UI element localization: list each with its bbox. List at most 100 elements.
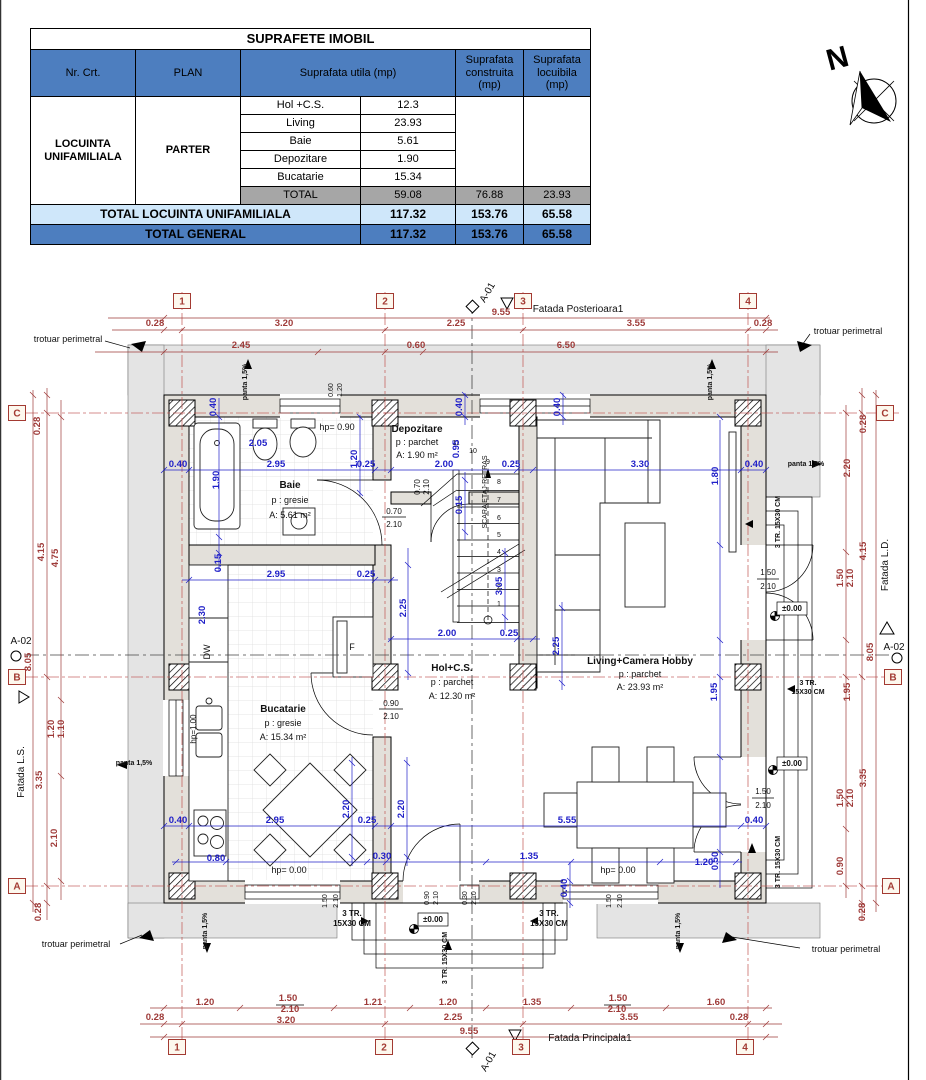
leader-arrow bbox=[797, 341, 812, 352]
dishwasher-label: DW bbox=[202, 644, 212, 659]
dining-chair bbox=[591, 746, 620, 783]
group-locuinta: LOCUINTA UNIFAMILIALA bbox=[30, 96, 136, 205]
header-suprafata-locuibila: Suprafata locuibila (mp) bbox=[523, 49, 591, 97]
kitchen-chair bbox=[333, 833, 367, 867]
room-depozitare: Depozitare bbox=[391, 424, 443, 435]
plan-label: panta 1,5% bbox=[788, 461, 825, 468]
terrace-steps bbox=[765, 496, 813, 889]
grid-bubble-A bbox=[882, 878, 900, 894]
total-locuibila: 23.93 bbox=[523, 186, 591, 205]
header-nr-crt: Nr. Crt. bbox=[30, 49, 136, 97]
grid-bubble-2 bbox=[375, 1039, 393, 1055]
plan-label: 0.95 bbox=[451, 439, 462, 458]
plan-label: SCARA ETAJ-RETRAS bbox=[482, 455, 489, 528]
plan-label: 2.20 bbox=[396, 800, 407, 819]
plan-label: 1.50 bbox=[760, 568, 776, 577]
grid-bubble-3 bbox=[514, 293, 532, 309]
plan-label: hp= 0.00 bbox=[271, 865, 306, 875]
plan-label: 0.28 bbox=[858, 415, 869, 434]
plan-label: 15X30 CM bbox=[791, 689, 824, 696]
plan-label: 2.10 bbox=[49, 829, 60, 848]
plan-label: 2.10 bbox=[617, 894, 624, 908]
plan-label: panta 1,5% bbox=[707, 363, 714, 400]
plan-label: 2.25 bbox=[447, 318, 466, 329]
plan-label: 1.95 bbox=[842, 682, 853, 701]
plan-label: 2.10 bbox=[333, 894, 340, 908]
grid-bubble-4 bbox=[736, 1039, 754, 1055]
kitchen-chair bbox=[333, 753, 367, 787]
plan-label: 8 bbox=[497, 479, 501, 486]
plan-label: 2.10 bbox=[471, 891, 478, 905]
plan-label: 0.28 bbox=[754, 318, 773, 329]
plan-label: 1.20 bbox=[439, 997, 458, 1008]
fatada-principala-label: Fatada Principala1 bbox=[548, 1033, 632, 1044]
plan-label: 1.50 bbox=[609, 993, 628, 1004]
dining-chair bbox=[543, 792, 578, 828]
plan-label: 9.55 bbox=[492, 307, 511, 318]
plan-label: 0.80 bbox=[207, 853, 226, 864]
section-symbols bbox=[10, 297, 903, 1056]
section-marker-a01-bottom: A-01 bbox=[479, 1049, 499, 1073]
grid-lines bbox=[26, 292, 900, 1054]
plan-label: panta 1,5% bbox=[202, 912, 209, 949]
construita-empty bbox=[455, 96, 524, 187]
grid-bubble-1 bbox=[168, 1039, 186, 1055]
grid-bubble-label: A bbox=[887, 882, 894, 893]
grid-bubble-A bbox=[8, 878, 26, 894]
total-locuinta-locuibila: 65.58 bbox=[523, 204, 591, 225]
plan-label: 1.20 bbox=[46, 720, 57, 739]
plan-label: A: 12.30 m² bbox=[429, 691, 476, 701]
table-title: SUPRAFETE IMOBIL bbox=[30, 28, 591, 50]
plan-label: 2 bbox=[497, 584, 501, 591]
plan-label: 5 bbox=[497, 532, 501, 539]
plan-label: 4.15 bbox=[858, 541, 869, 560]
plan-label: 4.15 bbox=[36, 542, 47, 561]
plan-label: 2.00 bbox=[438, 628, 457, 639]
grid-bubble-label: C bbox=[13, 409, 20, 420]
plan-label: 3 TR. 15X30 CM bbox=[442, 932, 449, 984]
plan-label: 2.30 bbox=[197, 606, 208, 625]
grid-bubble-label: 4 bbox=[745, 297, 751, 308]
plan-label: 0.28 bbox=[730, 1012, 749, 1023]
plan-label: hp= 0.90 bbox=[319, 422, 354, 432]
grid-bubble-label: 3 bbox=[520, 297, 526, 308]
plan-label: 0.90 bbox=[424, 891, 431, 905]
plan-label: A: 23.93 m² bbox=[617, 682, 664, 692]
plan-label: 1.50 bbox=[755, 787, 771, 796]
plan-label: 3.20 bbox=[275, 318, 294, 329]
plan-label: 2.10 bbox=[281, 1004, 300, 1015]
plan-label: 0.50 bbox=[710, 852, 721, 871]
plan-label: 0.40 bbox=[208, 398, 219, 417]
grid-bubble-label: A bbox=[13, 882, 20, 893]
plan-label: 9 bbox=[486, 459, 490, 466]
grid-bubble-label: 2 bbox=[381, 1043, 387, 1054]
plan-label: 2.10 bbox=[755, 801, 771, 810]
plan-label: 0.28 bbox=[857, 903, 868, 922]
plan-label: 0.30 bbox=[373, 851, 392, 862]
room-name: Hol +C.S. bbox=[240, 96, 361, 115]
grid-bubble-C bbox=[876, 405, 894, 421]
panta-arrow bbox=[812, 460, 822, 468]
plan-label: 15X30 CM bbox=[530, 919, 568, 928]
north-letter: N bbox=[823, 40, 852, 77]
room-hol: Hol+C.S. bbox=[431, 663, 473, 674]
plan-label: 1.90 bbox=[211, 471, 222, 490]
entrance-steps bbox=[351, 902, 568, 969]
plan-label: 1.20 bbox=[695, 857, 714, 868]
plan-label: 1.50 bbox=[322, 894, 329, 908]
plan-label: 1.50 bbox=[606, 894, 613, 908]
plan-label: 1.20 bbox=[337, 383, 344, 397]
plan-label: 2.95 bbox=[267, 569, 286, 580]
leader-arrow bbox=[131, 341, 146, 352]
section-marker-a02-left: A-02 bbox=[10, 636, 32, 647]
plan-label: 3.35 bbox=[34, 770, 45, 789]
kitchen-fixtures bbox=[188, 564, 374, 882]
plan-label: 1.35 bbox=[520, 851, 539, 862]
steps-arrow bbox=[787, 685, 795, 693]
plan-label: 3.55 bbox=[620, 1012, 639, 1023]
plan-label: 2.25 bbox=[398, 598, 409, 617]
plan-label: 1.80 bbox=[710, 467, 721, 486]
plan-label: p : gresie bbox=[264, 718, 301, 728]
